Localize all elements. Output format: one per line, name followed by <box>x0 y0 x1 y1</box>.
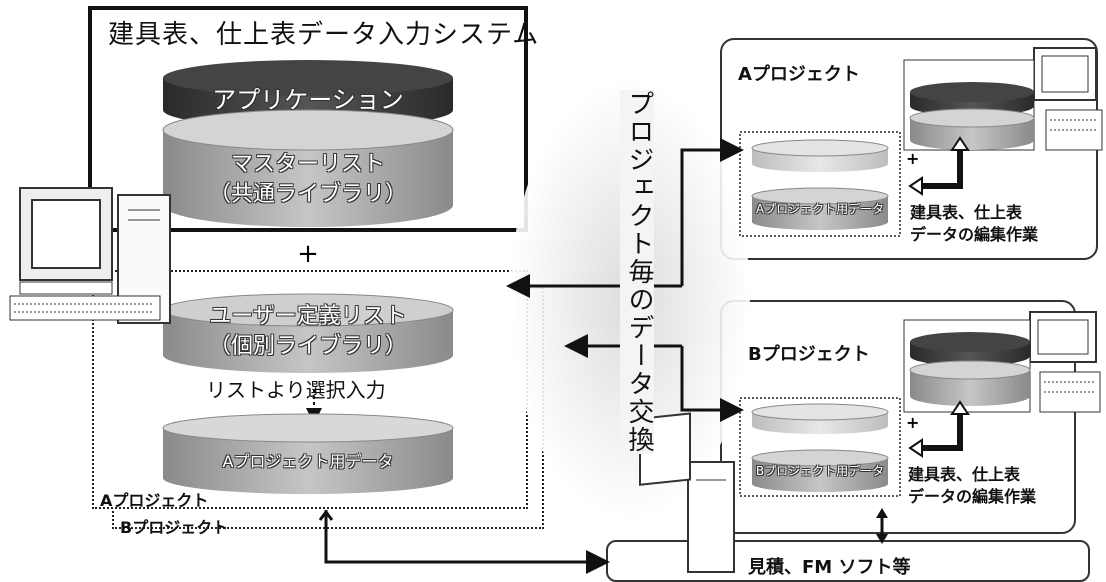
left-computer <box>9 187 171 324</box>
a-edit-arrow <box>920 148 963 189</box>
arrow-to-a-project <box>680 138 744 286</box>
b-edit-line2: データの編集作業 <box>908 487 1037 506</box>
master-list-cylinder <box>162 109 454 227</box>
b-app-cylinders <box>903 319 1031 413</box>
a-project-label: Aプロジェクト <box>100 491 209 510</box>
a-data-cylinder-bottom <box>751 187 889 230</box>
software-box <box>606 540 1090 582</box>
b-project-label: Bプロジェクト <box>120 518 229 537</box>
b-panel-title: Bプロジェクト <box>748 344 870 365</box>
b-edit-arrow <box>920 412 963 451</box>
arrow-to-software <box>324 510 610 574</box>
system-title: 建具表、仕上表データ入力システム <box>108 20 540 50</box>
b-computer <box>1029 311 1101 413</box>
a-data-cylinder-top <box>751 139 889 172</box>
a-data-label: Aプロジェクト用データ <box>755 202 885 216</box>
a-project-data-cylinder <box>162 413 454 494</box>
select-input-label: リストより選択入力 <box>206 378 386 402</box>
plus-sign: + <box>297 239 319 269</box>
a-edit-line1: 建具表、仕上表 <box>910 203 1023 222</box>
master-list-label-1: マスターリスト <box>230 152 385 177</box>
software-label: 見積、FM ソフト等 <box>748 557 911 578</box>
bottom-computer <box>639 412 735 573</box>
a-computer <box>1033 47 1103 151</box>
exchange-label: プロジェクト毎のデータ交換 <box>620 90 654 454</box>
arrow-to-b-project <box>680 346 744 422</box>
master-list-label-2: （共通ライブラリ） <box>208 182 407 207</box>
b-plus: + <box>906 413 919 432</box>
b-data-cylinder-bottom <box>751 449 889 492</box>
a-panel-title: Aプロジェクト <box>738 64 860 85</box>
b-data-cylinder-top <box>751 403 889 434</box>
b-edit-line1: 建具表、仕上表 <box>908 465 1021 484</box>
user-list-label-1: ユーザー定義リスト <box>209 304 407 329</box>
b-data-label: Bプロジェクト用データ <box>755 464 885 478</box>
user-list-cylinder <box>162 293 454 373</box>
a-plus: + <box>906 149 919 168</box>
a-app-cylinders <box>903 59 1035 151</box>
a-edit-line2: データの編集作業 <box>910 225 1039 244</box>
a-project-data-label: Aプロジェクト用データ <box>222 452 394 471</box>
application-label: アプリケーション <box>212 86 404 114</box>
user-list-label-2: （個別ライブラリ） <box>208 334 407 359</box>
